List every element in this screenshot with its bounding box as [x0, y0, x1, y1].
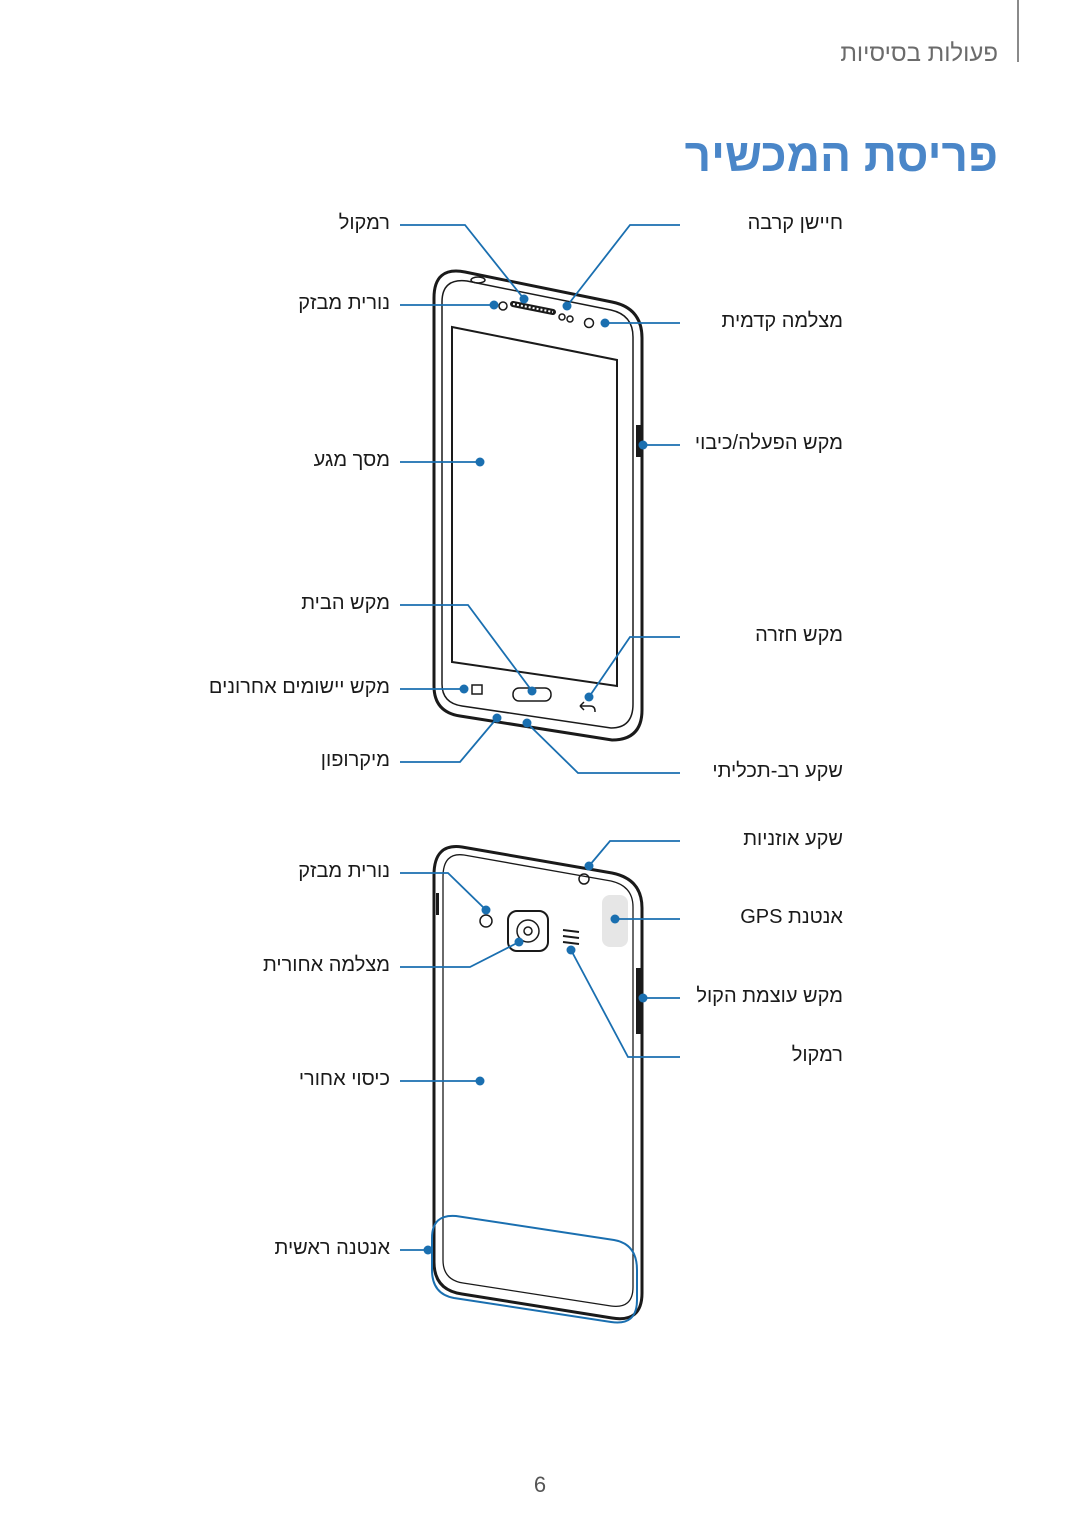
label-touchscreen: מסך מגע: [313, 449, 390, 471]
label-multipurpose-jack: שקע רב-תכליתי: [712, 760, 843, 782]
page-number: 6: [533, 1472, 547, 1497]
back-callout-dots: [423, 861, 648, 1255]
rear-camera-icon: [507, 910, 549, 952]
callout-back: [588, 636, 680, 698]
back-inner-outline: [442, 854, 634, 1308]
label-headset-jack: שקע אוזניות: [743, 828, 843, 850]
callout-flash: [400, 872, 487, 911]
label-flash: נורית מבזק: [298, 860, 390, 882]
rear-speaker-icon: [562, 929, 580, 945]
header-divider: [1017, 0, 1019, 62]
callout-proximity: [566, 224, 680, 307]
headset-jack-icon: [578, 873, 590, 885]
label-back-key: מקש חזרה: [755, 624, 843, 646]
label-recent-apps-key: מקש יישומים אחרונים: [208, 676, 390, 698]
section-header: פעולות בסיסיות: [840, 40, 998, 67]
label-rear-speaker: רמקול: [791, 1044, 843, 1066]
recent-apps-key-icon[interactable]: [471, 684, 483, 695]
front-screen: [451, 325, 618, 688]
back-key-icon[interactable]: [579, 701, 596, 712]
callout-microphone: [400, 717, 498, 763]
flash-icon: [479, 914, 493, 928]
page-title: פריסת המכשיר: [684, 129, 998, 181]
power-key[interactable]: [636, 425, 641, 457]
front-callout-dots: [459, 294, 648, 728]
callout-headset: [588, 840, 680, 867]
label-volume-key: מקש עוצמת הקול: [696, 985, 843, 1007]
label-home-key: מקש הבית: [301, 592, 390, 614]
label-microphone: מיקרופון: [320, 749, 390, 771]
callout-speaker: [400, 224, 525, 300]
volume-key[interactable]: [636, 968, 641, 1034]
side-slot: [436, 893, 439, 915]
label-rear-camera: מצלמה אחורית: [262, 954, 390, 976]
proximity-sensor-icon: [558, 313, 566, 321]
label-main-antenna: אנטנה ראשית: [274, 1237, 390, 1259]
label-proximity-sensor: חיישן קרבה: [747, 212, 843, 234]
label-power-key: מקש הפעלה/כיבוי: [694, 432, 843, 454]
front-bezel: [441, 279, 634, 729]
callout-rear-speaker: [570, 949, 680, 1058]
label-back-cover: כיסוי אחורי: [298, 1068, 390, 1090]
front-callouts: [400, 224, 680, 774]
top-jack-icon: [470, 276, 486, 284]
callout-jack: [526, 722, 680, 774]
back-body-outline: [432, 845, 644, 1321]
front-phone: [432, 269, 644, 742]
label-gps-antenna: אנטנת GPS: [740, 906, 843, 928]
front-sensor-icon: [498, 301, 508, 311]
main-antenna-area: [431, 1214, 638, 1324]
label-proximity-sensor-2: נורית מבזק: [298, 292, 390, 314]
label-speaker: רמקול: [338, 212, 390, 234]
callout-home: [400, 604, 533, 692]
back-phone: [431, 845, 644, 1324]
label-front-camera: מצלמה קדמית: [721, 310, 843, 332]
callout-rear-camera: [400, 941, 520, 968]
front-camera-icon: [583, 317, 595, 329]
